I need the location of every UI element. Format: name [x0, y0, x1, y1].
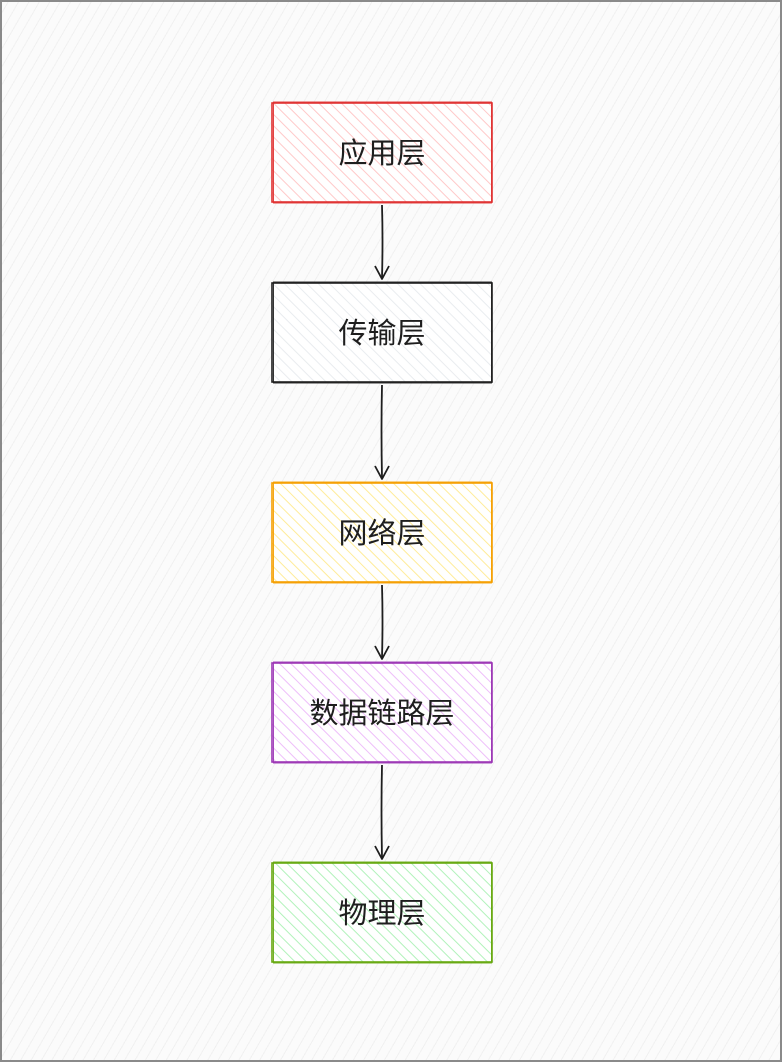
layer-label-physical: 物理层	[338, 896, 425, 930]
layer-box-application: 应用层	[271, 101, 493, 204]
arrow-application-to-transport	[374, 204, 390, 280]
layer-box-network: 网络层	[271, 481, 493, 584]
arrow-data-link-to-physical	[374, 764, 390, 860]
arrow-network-to-data-link	[374, 584, 390, 660]
layer-label-application: 应用层	[338, 136, 425, 170]
layer-label-network: 网络层	[338, 516, 425, 550]
arrow-transport-to-network	[374, 384, 390, 480]
layer-label-transport: 传输层	[338, 316, 425, 350]
layer-label-data-link: 数据链路层	[309, 696, 454, 730]
layer-box-data-link: 数据链路层	[271, 661, 493, 764]
layer-box-transport: 传输层	[271, 281, 493, 384]
layer-box-physical: 物理层	[271, 861, 493, 964]
